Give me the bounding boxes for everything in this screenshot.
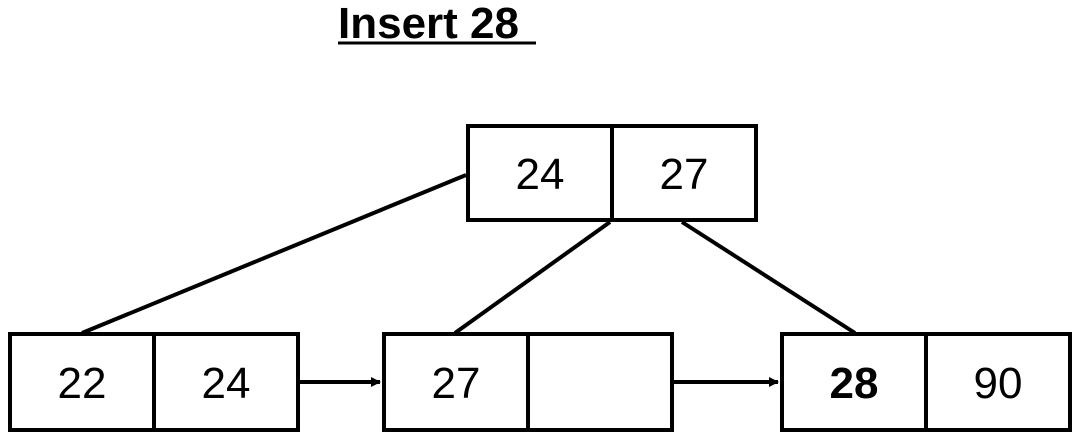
leaf-3-key-2: 90: [974, 359, 1023, 408]
leaf-1-key-1: 22: [58, 359, 107, 408]
leaf-node-2: 27: [382, 332, 674, 432]
leaf-2-key-1: 27: [432, 359, 481, 408]
leaf-node-1: 22 24: [8, 332, 300, 432]
edge-root-to-leaf-3: [680, 220, 857, 335]
root-key-2: 27: [660, 150, 709, 199]
leaf-1-key-2: 24: [202, 359, 251, 408]
root-key-1: 24: [516, 150, 565, 199]
diagram-title: Insert 28: [338, 0, 519, 48]
leaf-node-3: 28 90: [780, 332, 1072, 432]
edge-root-to-leaf-2: [453, 220, 612, 335]
leaf-3-key-1: 28: [830, 359, 879, 408]
root-node: 24 27: [466, 124, 758, 222]
edge-root-to-leaf-1: [81, 173, 467, 335]
